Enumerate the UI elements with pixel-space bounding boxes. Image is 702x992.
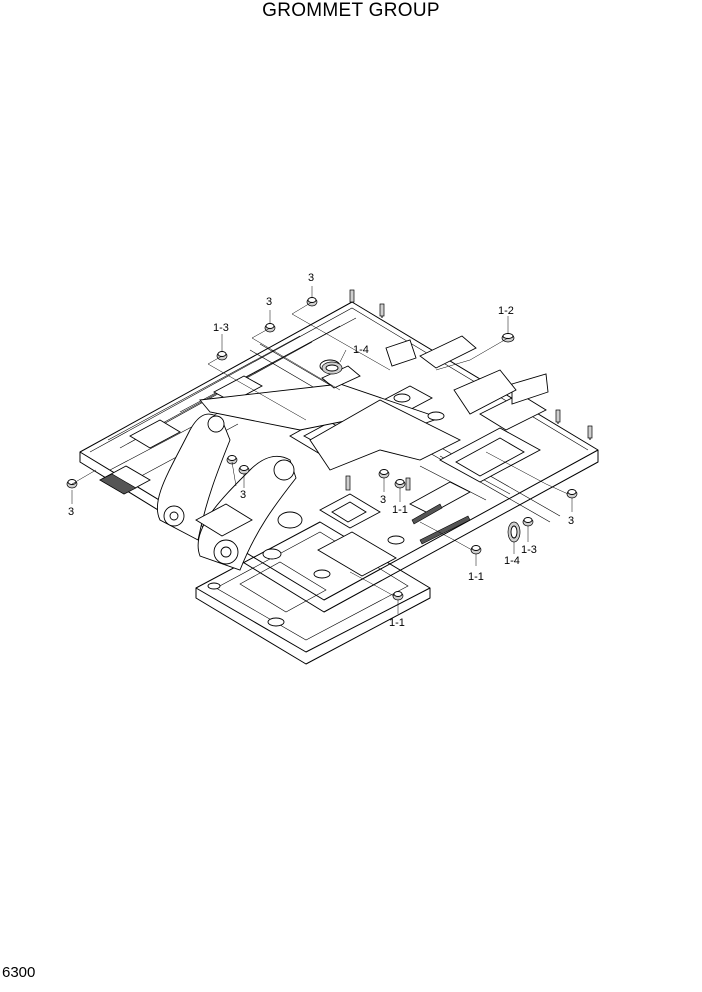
callout-label: 1-1 bbox=[389, 617, 405, 629]
callout-label: 1-1 bbox=[468, 571, 484, 583]
lower-frame bbox=[195, 521, 431, 665]
grommet-icon bbox=[264, 323, 276, 333]
callout-label: 3 bbox=[240, 489, 246, 501]
page-title: GROMMET GROUP bbox=[262, 0, 440, 21]
callout-label: 3 bbox=[68, 506, 74, 518]
callout-label: 3 bbox=[266, 296, 272, 308]
page-number: 6300 bbox=[2, 964, 36, 981]
callout-label: 1-4 bbox=[353, 344, 369, 356]
grommet-icon bbox=[378, 469, 390, 479]
callout-labels: 3 3 1-3 1-4 1-2 3 3 3 1-1 3 1-3 1-4 1-1 … bbox=[68, 272, 574, 629]
callout-label: 1-2 bbox=[498, 305, 514, 317]
callout-label: 1-3 bbox=[213, 322, 229, 334]
callout-label: 3 bbox=[380, 494, 386, 506]
callout-label: 1-3 bbox=[521, 544, 537, 556]
grommet-icon bbox=[566, 489, 578, 499]
grommet-icon bbox=[501, 333, 515, 343]
grommet-icon bbox=[238, 465, 250, 475]
grommet-icon bbox=[394, 479, 406, 489]
callout-label: 1-4 bbox=[504, 555, 520, 567]
center-beams bbox=[199, 335, 549, 545]
grommet-icon bbox=[226, 455, 238, 465]
callout-label: 3 bbox=[308, 272, 314, 284]
grommet-icon bbox=[216, 351, 228, 361]
grommet-icon bbox=[392, 591, 404, 601]
callout-label: 3 bbox=[568, 515, 574, 527]
grommet-icon bbox=[321, 361, 343, 375]
grommet-icon bbox=[306, 297, 318, 307]
callout-label: 1-1 bbox=[392, 504, 408, 516]
grommet-icon bbox=[507, 521, 521, 543]
leader-lines bbox=[71, 286, 573, 614]
grommet-icon bbox=[66, 479, 78, 489]
grommet-icon bbox=[470, 545, 482, 555]
grommet-icon bbox=[522, 517, 534, 527]
